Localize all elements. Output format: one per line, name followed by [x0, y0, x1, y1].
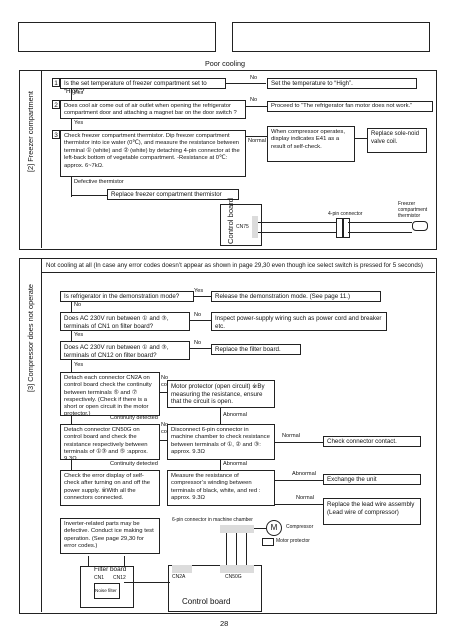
sec3-yes-label-1: Yes [194, 288, 204, 294]
sec2-thermistor-symbol [412, 221, 428, 231]
sec2-yes-label-2: Yes [74, 120, 84, 126]
sec3-abnormal-label-2: Abnormal [223, 461, 247, 467]
sec3-compressor-label: Compressor [286, 524, 314, 530]
sec3-cn50g-connector [220, 565, 254, 573]
sec3-filter-board-label: Filter board [94, 566, 127, 573]
sec3-continuity-detected-1: Continuity detected [110, 415, 158, 421]
sec2-no-label-1: No [250, 75, 258, 81]
sec3-no-label-1: No [74, 302, 82, 308]
section3-side-label: [3] Compressor does not operate [26, 283, 35, 392]
sec2-question-3: Check freezer compartment thermistor. Di… [60, 130, 246, 177]
sec2-replace-valve: Replace sole-noid valve coil. [367, 128, 427, 153]
sec2-replace-thermistor: Replace freezer compartment thermistor [107, 189, 239, 200]
sec3-cn1-label: CN1 [94, 575, 105, 581]
header-box-left [18, 22, 216, 52]
sec3-compressor-symbol: M [266, 520, 282, 536]
section2-title: Poor cooling [205, 59, 245, 68]
sec2-cn75-connector [252, 216, 258, 238]
sec3-control-board [168, 565, 262, 612]
sec3-replace-lead: Replace the lead wire assembly (Lead wir… [323, 498, 421, 525]
sec3-continuity-detected-2: Continuity detected [110, 461, 158, 467]
sec3-noise-filter-label: Noise filter [95, 588, 117, 593]
sec2-question-2: Does cool air come out of air outlet whe… [60, 100, 246, 119]
sec2-defective-label: Defective thermistor [74, 179, 124, 185]
sec3-no-label-3: No [194, 340, 202, 346]
sec3-6pin-connector [220, 525, 254, 533]
sec3-normal-label-1: Normal [282, 433, 301, 439]
sec3-disconnect: Disconnect 6-pin connector in machine ch… [167, 424, 275, 460]
sec3-q3-no-action: Replace the filter board. [211, 344, 301, 355]
header-box-right [232, 22, 430, 52]
sec3-question-1: Is refrigerator in the demonstration mod… [60, 291, 194, 302]
sec3-cn50g-label: CN50G [225, 574, 242, 580]
sec3-q1-yes-action: Release the demonstration mode. (See pag… [211, 291, 381, 302]
sec3-control-board-label: Control board [182, 597, 231, 606]
sec2-cn75-label: CN75 [236, 224, 249, 230]
section2-side-divider [41, 70, 42, 248]
sec3-cn2a-label: CN2A [172, 574, 186, 580]
sec3-motor-protector: Motor protector (open circuit) ※By measu… [167, 380, 275, 408]
sec2-4pin-connector [336, 218, 344, 238]
sec3-question-2: Does AC 230V run between ① and ③, termin… [60, 312, 190, 331]
sec2-4pin-label: 4-pin connector [328, 211, 363, 217]
step-number-2: 2 [52, 100, 60, 109]
sec2-q1-no-action: Set the temperature to “High”. [267, 78, 417, 89]
sec2-no-label-2: No [250, 97, 258, 103]
sec3-filter-board [80, 566, 134, 608]
sec2-question-1: Is the set temperature of freezer compar… [60, 78, 226, 95]
sec3-yes-label-3: Yes [74, 362, 84, 368]
sec2-control-board [220, 204, 262, 246]
sec3-q2-no-action: Inspect power-supply wiring such as powe… [211, 312, 387, 331]
sec3-abnormal-label-3: Abnormal [292, 471, 316, 477]
sec3-measure: Measure the resistance of compressor’s w… [167, 470, 275, 506]
sec3-motor-protector-symbol [262, 538, 274, 546]
sec3-yes-label-2: Yes [74, 332, 84, 338]
sec2-thermistor-label: Freezer compartment thermistor [398, 201, 428, 219]
sec2-control-board-label: Control board [226, 197, 235, 244]
section3-frame [19, 258, 437, 614]
section2-side-label: [2] Freezer compartment [26, 91, 35, 172]
sec3-cn12-label: CN12 [113, 575, 126, 581]
sec2-normal-label: Normal [248, 138, 267, 144]
sec3-motor-protector-label: Motor protector [276, 538, 310, 544]
sec3-exchange: Exchange the unit [323, 474, 421, 485]
sec2-q2-no-action: Proceed to “The refrigerator fan motor d… [267, 101, 433, 112]
sec3-question-6: Check the error display of self-check af… [60, 470, 160, 506]
sec3-inverter: Inverter-related parts may be defective.… [60, 518, 160, 554]
sec3-normal-label-2: Normal [296, 495, 315, 501]
sec3-no-label-2: No [194, 312, 202, 318]
section2-frame [19, 70, 437, 250]
page-number: 28 [220, 619, 229, 628]
sec2-q3-normal-action: When compressor operates, display indica… [267, 126, 355, 162]
sec2-yes-label-1: Yes [74, 90, 84, 96]
sec3-machine-chamber-label: 6-pin connector in machine chamber [172, 517, 253, 523]
step-number-1: 1 [52, 78, 60, 87]
sec3-question-3: Does AC 230V run between ① and ③, termin… [60, 341, 190, 360]
section3-title: Not cooling at all (In case any error co… [46, 262, 423, 269]
sec3-cn2a-connector [172, 565, 192, 573]
sec3-noise-filter [94, 583, 120, 599]
sec3-question-4: Detach each connector CN2A on control bo… [60, 372, 160, 417]
sec3-question-5: Detach connector CN50G on control board … [60, 424, 160, 462]
sec3-abnormal-label-1: Abnormal [223, 412, 247, 418]
sec3-check-connector: Check connector contact. [323, 436, 421, 447]
step-number-3: 3 [52, 130, 60, 139]
section3-side-divider [41, 258, 42, 612]
